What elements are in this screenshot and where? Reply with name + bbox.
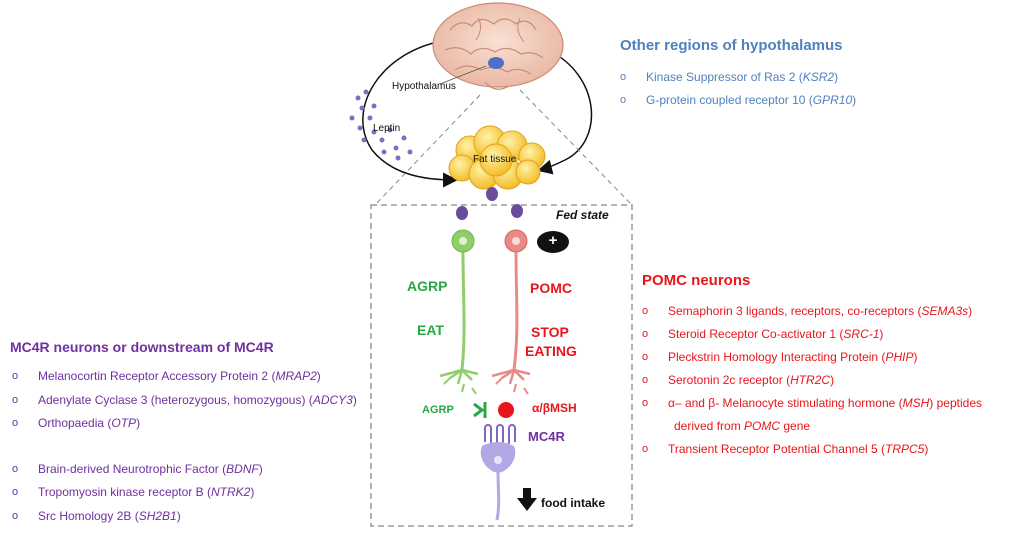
hypothalamus-label: Hypothalamus [392,81,456,92]
leptin-molecules [456,187,523,220]
food-intake-label: food intake [541,496,606,510]
leptin-label: Leptin [373,123,401,134]
msh-dot [498,402,514,418]
eat-label: EAT [417,322,444,338]
mc4r-title: MC4R neurons or downstream of MC4R [10,339,274,355]
hypothalamus-pointer [439,65,487,85]
other-regions-title: Other regions of hypothalamus [620,37,843,54]
pomc-label: POMC [530,280,572,296]
agrp-small-label: AGRP [422,404,454,416]
cycle-arrow-right [537,49,593,175]
fed-state-box [370,204,633,527]
pomc-neuron [491,249,531,395]
inhibition-icon [473,402,487,418]
down-arrow-icon [517,488,537,511]
agrp-neuron [439,249,479,395]
leptin-dots [349,89,413,161]
brain-icon [432,2,564,90]
fed-state-label: Fed state [556,208,609,222]
plus-icon [537,231,569,253]
msh-label: α/βMSH [532,401,577,415]
eating-label: EATING [525,343,577,359]
zoom-line-left [374,94,481,206]
pomc-title: POMC neurons [642,272,751,289]
stop-label: STOP [531,324,569,340]
cycle-arrow-left [362,39,458,188]
fat-tissue-label: Fat tissue [473,154,517,165]
bullet: o [620,94,627,106]
list-item: derived from POMC gene [674,419,811,433]
receptor-icon [484,424,516,446]
fat-tissue-icon [448,125,546,190]
agrp-label: AGRP [407,278,448,294]
mc4r-label: MC4R [528,429,565,444]
mc4r-neuron [480,442,516,521]
plus-symbol: + [548,232,558,249]
bullet: o [620,71,627,83]
